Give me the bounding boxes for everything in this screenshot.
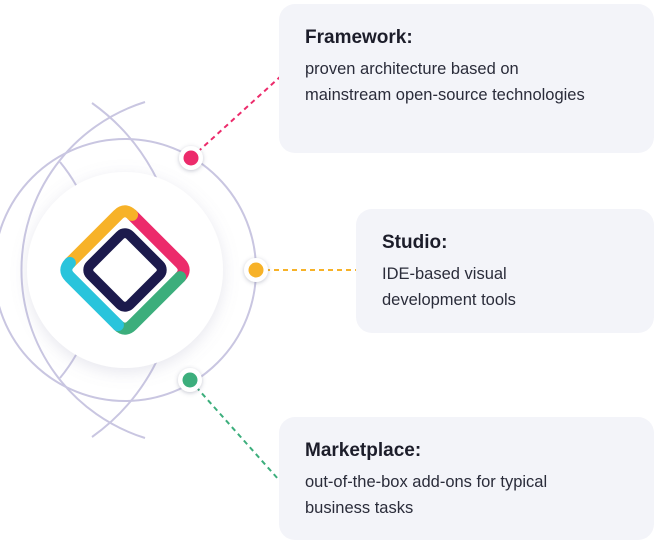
framework-description: proven architecture based on mainstream …: [305, 60, 585, 104]
marketplace-card: Marketplace: out-of-the-box add-ons for …: [279, 417, 654, 540]
jmix-logo-icon: [60, 205, 190, 335]
framework-title: Framework:: [305, 27, 413, 48]
marketplace-description: out-of-the-box add-ons for typical busin…: [305, 473, 548, 517]
outer-orbit-ring: [20, 101, 146, 439]
framework-dot: [179, 146, 203, 170]
logo-left-arc: [63, 205, 139, 269]
studio-card: Studio: IDE-based visual development too…: [356, 209, 654, 333]
marketplace-connector-line: [189, 379, 280, 481]
logo-bottom-arc: [60, 256, 124, 332]
studio-dot: [244, 258, 268, 282]
marketplace-dot: [178, 368, 202, 392]
framework-connector-line: [190, 75, 282, 159]
studio-description: IDE-based visual development tools: [382, 265, 516, 309]
logo-disc: [27, 172, 223, 368]
framework-card: Framework: proven architecture based on …: [279, 4, 654, 153]
studio-title: Studio:: [382, 232, 448, 253]
marketplace-title: Marketplace:: [305, 440, 422, 461]
logo-center-square: [83, 228, 167, 312]
